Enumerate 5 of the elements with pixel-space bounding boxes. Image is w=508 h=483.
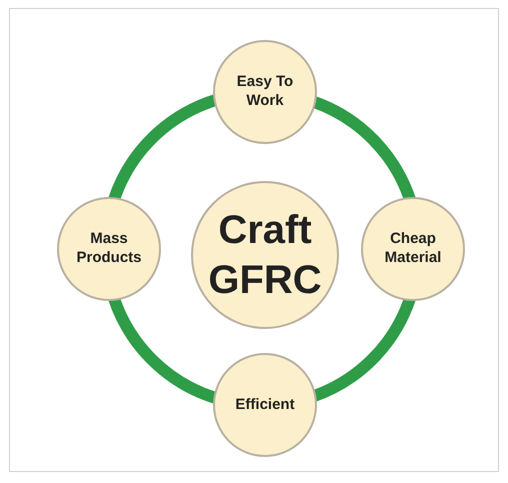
circle-label: Mass Products [75, 230, 142, 268]
circle-label: Efficient [235, 396, 295, 414]
circle-label: Cheap Material [384, 230, 442, 268]
circle-label: Easy To Work [236, 73, 294, 111]
circle-label: Craft GFRC [207, 207, 323, 304]
